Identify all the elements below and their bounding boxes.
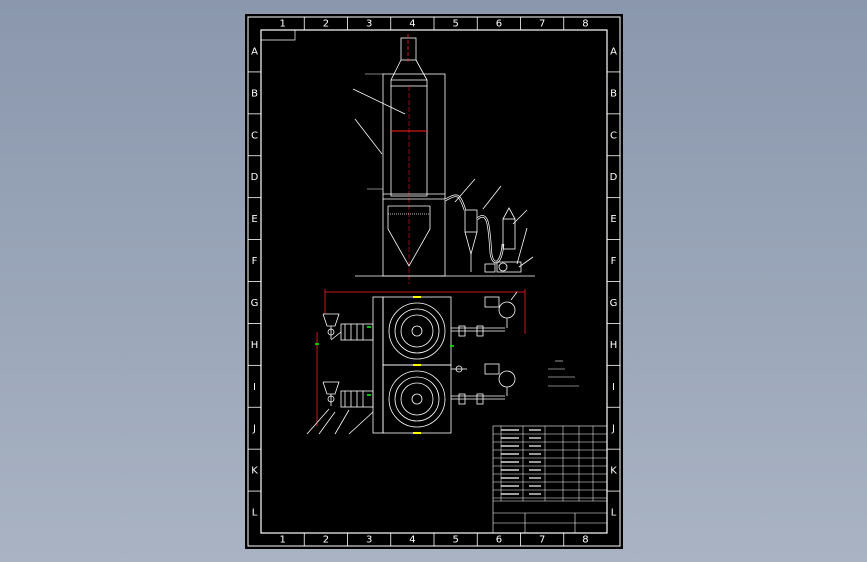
notes-block bbox=[548, 360, 579, 387]
drawing-canvas: 1 1 2 2 3 3 4 4 5 5 6 6 7 7 8 8 A A B B C C D D E E F F G G H H I I J J K K L… bbox=[247, 16, 621, 547]
column-label: 6 bbox=[496, 19, 502, 30]
row-label: A bbox=[251, 46, 258, 57]
row-label: K bbox=[251, 466, 258, 477]
column-label: 4 bbox=[409, 19, 415, 30]
column-label: 7 bbox=[539, 535, 545, 546]
column-label: 8 bbox=[582, 19, 588, 30]
column-label: 5 bbox=[452, 19, 458, 30]
column-label: 1 bbox=[279, 535, 285, 546]
row-label: H bbox=[610, 340, 618, 351]
row-label: B bbox=[251, 88, 258, 99]
row-label: C bbox=[251, 130, 258, 141]
column-label: 3 bbox=[366, 535, 372, 546]
row-label: L bbox=[252, 508, 258, 519]
outer-frame bbox=[247, 16, 621, 547]
column-label: 1 bbox=[279, 19, 285, 30]
row-divisions: A A B B C C D D E E F F G G H H I I J J K K L L bbox=[248, 46, 620, 519]
title-block bbox=[492, 425, 608, 534]
row-label: J bbox=[252, 424, 256, 435]
drawing-sheet: 1 1 2 2 3 3 4 4 5 5 6 6 7 7 8 8 A A B B C C D D E E F F G G H H I I J J K K L… bbox=[245, 14, 623, 549]
inner-frame bbox=[260, 29, 608, 534]
row-label: I bbox=[253, 382, 256, 393]
corner-stub bbox=[261, 30, 296, 41]
row-label: B bbox=[610, 88, 617, 99]
row-label: H bbox=[251, 340, 259, 351]
column-label: 4 bbox=[409, 535, 415, 546]
row-label: J bbox=[611, 424, 615, 435]
row-label: K bbox=[610, 466, 617, 477]
column-label: 2 bbox=[323, 535, 329, 546]
row-label: E bbox=[251, 214, 257, 225]
row-label: I bbox=[612, 382, 615, 393]
row-label: G bbox=[251, 298, 259, 309]
parts-list bbox=[493, 426, 607, 501]
column-label: 7 bbox=[539, 19, 545, 30]
plan-view bbox=[306, 289, 526, 435]
row-label: C bbox=[610, 130, 617, 141]
row-label: E bbox=[610, 214, 616, 225]
column-label: 3 bbox=[366, 19, 372, 30]
column-divisions: 1 1 2 2 3 3 4 4 5 5 6 6 7 7 8 8 bbox=[279, 17, 589, 546]
row-label: F bbox=[611, 256, 617, 267]
tower-elevation bbox=[352, 34, 535, 284]
row-label: F bbox=[252, 256, 258, 267]
column-label: 5 bbox=[452, 535, 458, 546]
row-label: A bbox=[610, 46, 617, 57]
row-label: G bbox=[610, 298, 618, 309]
row-label: D bbox=[251, 172, 259, 183]
column-label: 2 bbox=[323, 19, 329, 30]
row-label: D bbox=[610, 172, 618, 183]
row-label: L bbox=[611, 508, 617, 519]
column-label: 6 bbox=[496, 535, 502, 546]
column-label: 8 bbox=[582, 535, 588, 546]
